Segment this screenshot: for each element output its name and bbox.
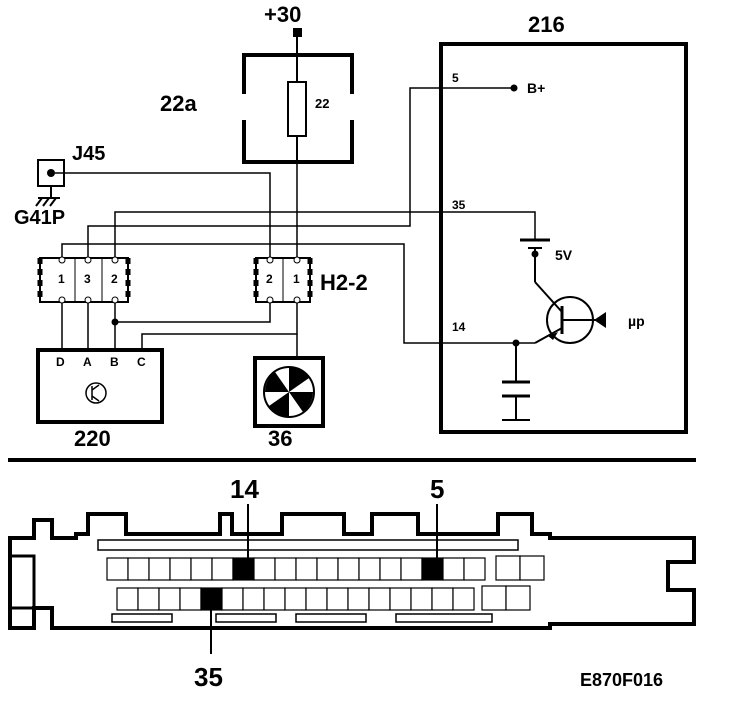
face-pin-14-label: 14	[230, 474, 259, 504]
connector-face	[8, 512, 696, 630]
module-216-label: 216	[528, 12, 565, 37]
pin-cell	[505, 585, 531, 611]
face-pin-35-label: 35	[194, 662, 223, 692]
pin-cell	[148, 557, 171, 581]
bplus-label: B+	[527, 80, 545, 96]
ground-icon	[35, 197, 60, 207]
j45-label: J45	[72, 143, 105, 165]
pin-cell	[347, 587, 370, 611]
pin-cell	[495, 555, 521, 581]
fuse-element	[287, 81, 307, 137]
pin-cell	[410, 587, 433, 611]
component-36-label: 36	[268, 426, 292, 451]
connector-left-pin-1: 1	[58, 272, 65, 286]
sensor-pin-a: A	[83, 355, 92, 369]
sensor-transistor-icon	[85, 382, 107, 404]
pin-cell	[519, 555, 545, 581]
sensor-pin-c: C	[137, 355, 146, 369]
connector-h2-label: H2-2	[320, 270, 368, 295]
pin-cell-highlighted	[232, 557, 255, 581]
connector-h2-pin-2: 2	[266, 272, 273, 286]
connector-h2-pin-1: 1	[293, 272, 300, 286]
transistor-icon	[534, 281, 606, 344]
terminal-5-label: 5	[452, 71, 459, 85]
connector-left-pin-2: 2	[111, 272, 118, 286]
pin-cell	[127, 557, 150, 581]
connector-pin-grid	[106, 555, 545, 611]
pin-cell	[169, 557, 192, 581]
pin-cell	[305, 587, 328, 611]
capacitor-icon	[502, 343, 530, 421]
pin-cell	[137, 587, 160, 611]
pin-cell	[400, 557, 423, 581]
pin-cell	[316, 557, 339, 581]
figure-code: E870F016	[580, 670, 663, 690]
pin-cell	[263, 587, 286, 611]
connector-left	[37, 256, 131, 304]
wiring-harness	[55, 87, 536, 358]
fuse-box-label: 22a	[160, 91, 197, 116]
ground-label: G41P	[14, 207, 65, 229]
sensor-pin-d: D	[56, 355, 65, 369]
pin-cell	[431, 587, 454, 611]
fuse-label: 22	[315, 96, 329, 111]
pin-cell	[179, 587, 202, 611]
connector-h2-2	[253, 256, 313, 304]
fan-icon	[263, 366, 315, 418]
pin-cell	[274, 557, 297, 581]
terminal-35-label: 35	[452, 198, 466, 212]
reference-voltage-label: 5V	[555, 247, 573, 263]
pin-cell	[389, 587, 412, 611]
connector-left-pin-3: 3	[84, 272, 91, 286]
sensor-220-label: 220	[74, 426, 111, 451]
pin-cell	[337, 557, 360, 581]
pin-cell	[442, 557, 465, 581]
pin-cell	[116, 587, 139, 611]
pin-cell	[358, 557, 381, 581]
pin-cell	[295, 557, 318, 581]
sensor-220-box	[36, 348, 164, 424]
sensor-pin-b: B	[110, 355, 119, 369]
reference-voltage-source	[520, 238, 550, 282]
pin-cell	[463, 557, 486, 581]
pin-cell	[221, 587, 244, 611]
supply-terminal	[293, 28, 302, 37]
module-216-box	[439, 42, 688, 434]
pin-cell	[326, 587, 349, 611]
pin-cell	[253, 557, 276, 581]
pin-cell	[211, 557, 234, 581]
pin-cell	[158, 587, 181, 611]
supply-label: +30	[264, 2, 301, 27]
face-pin-5-label: 5	[430, 474, 444, 504]
pin-cell	[284, 587, 307, 611]
pin-cell	[368, 587, 391, 611]
pin-cell	[106, 557, 129, 581]
pin-cell	[452, 587, 475, 611]
pin-cell-highlighted	[421, 557, 444, 581]
pin-cell	[190, 557, 213, 581]
pin-cell	[481, 585, 507, 611]
pin-cell	[379, 557, 402, 581]
terminal-14-label: 14	[452, 320, 466, 334]
pin-cell	[242, 587, 265, 611]
microprocessor-label: µp	[628, 313, 645, 329]
